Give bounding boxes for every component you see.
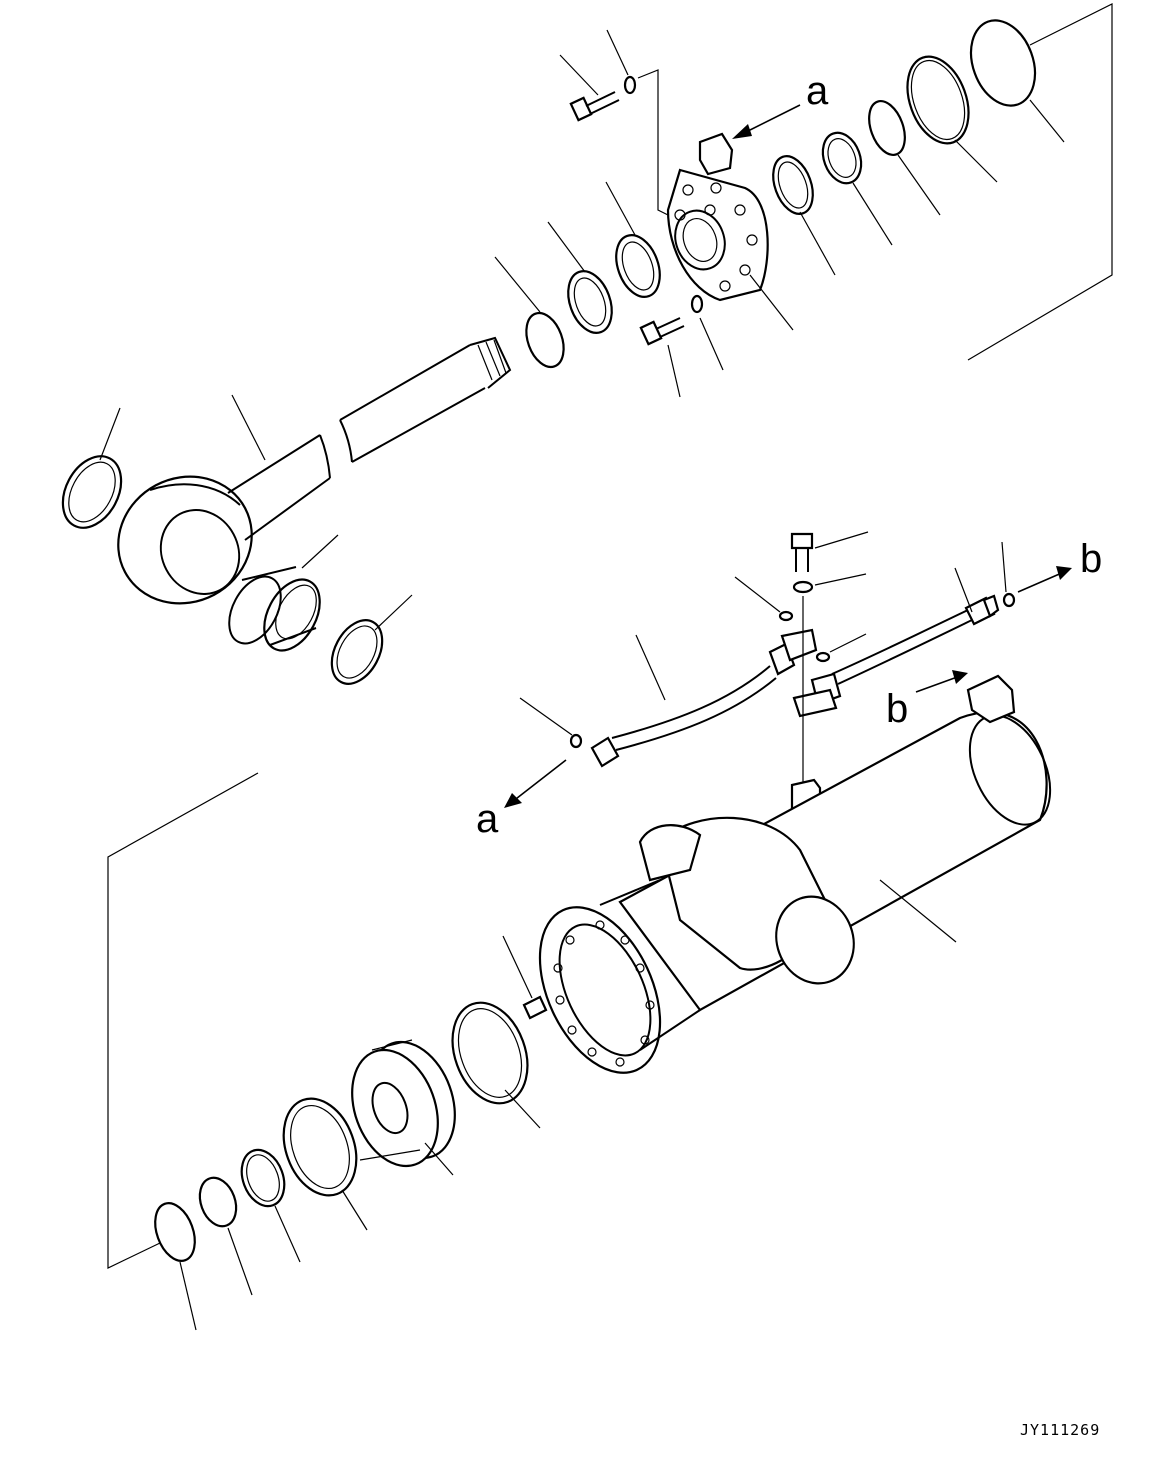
callout-b-right: b — [1080, 537, 1102, 581]
clamp-washer — [792, 580, 814, 594]
washer-lower — [690, 294, 704, 314]
group-bracket-lower — [107, 772, 259, 1269]
arrow-head-b-right — [1056, 566, 1072, 580]
leader-lines-upper — [99, 29, 1065, 631]
head-ring-5 — [868, 100, 906, 156]
head-bolt-lower — [639, 317, 685, 346]
arrow-head-a-top — [732, 124, 752, 139]
head-ring-6 — [906, 55, 970, 145]
head-bushing — [821, 131, 863, 185]
head-ring-2 — [567, 270, 613, 334]
head-ring-7 — [969, 19, 1037, 107]
o-ring-a — [569, 733, 583, 749]
o-ring-piston — [198, 1176, 238, 1228]
rod-group: a — [61, 3, 1113, 685]
backup-ring — [240, 1148, 286, 1208]
wear-ring — [451, 1001, 529, 1105]
set-screw — [502, 935, 548, 1020]
o-ring-right-clamp — [815, 651, 831, 663]
o-ring-left-clamp — [778, 610, 794, 622]
tube-group — [107, 674, 1052, 1331]
clamp-bolt — [790, 532, 814, 572]
o-ring-b — [1002, 592, 1016, 608]
group-bracket-upper — [967, 3, 1113, 361]
hose-left — [590, 628, 818, 768]
callout-a-top: a — [806, 69, 829, 113]
hose-right — [792, 594, 1000, 718]
callout-b-mid: b — [886, 687, 908, 731]
arrow-head-a-left — [504, 793, 522, 808]
head-bolt-upper — [569, 91, 620, 122]
cylinder-tube — [538, 674, 1052, 1074]
arrow-head-b-mid — [952, 670, 968, 684]
washer-upper — [623, 75, 637, 95]
piston-rod — [227, 336, 512, 541]
snap-ring-piston — [154, 1202, 196, 1262]
rod-eye-ring — [61, 455, 123, 529]
head-ring-4 — [772, 155, 814, 215]
head-ring-3 — [615, 234, 661, 298]
piston-seal — [282, 1097, 358, 1197]
eye-snap-ring — [330, 619, 384, 685]
callout-arrow-b-mid — [915, 675, 961, 693]
callout-arrow-a-left — [511, 759, 567, 803]
callout-arrow-b-right — [1017, 571, 1065, 593]
callout-a-left: a — [476, 797, 499, 841]
cylinder-head — [666, 132, 769, 302]
head-ring-1 — [525, 311, 565, 369]
drawing-code: JY111269 — [1020, 1421, 1100, 1439]
eye-bushing — [228, 566, 321, 652]
rod-eye — [117, 475, 253, 605]
piston — [351, 1039, 456, 1168]
